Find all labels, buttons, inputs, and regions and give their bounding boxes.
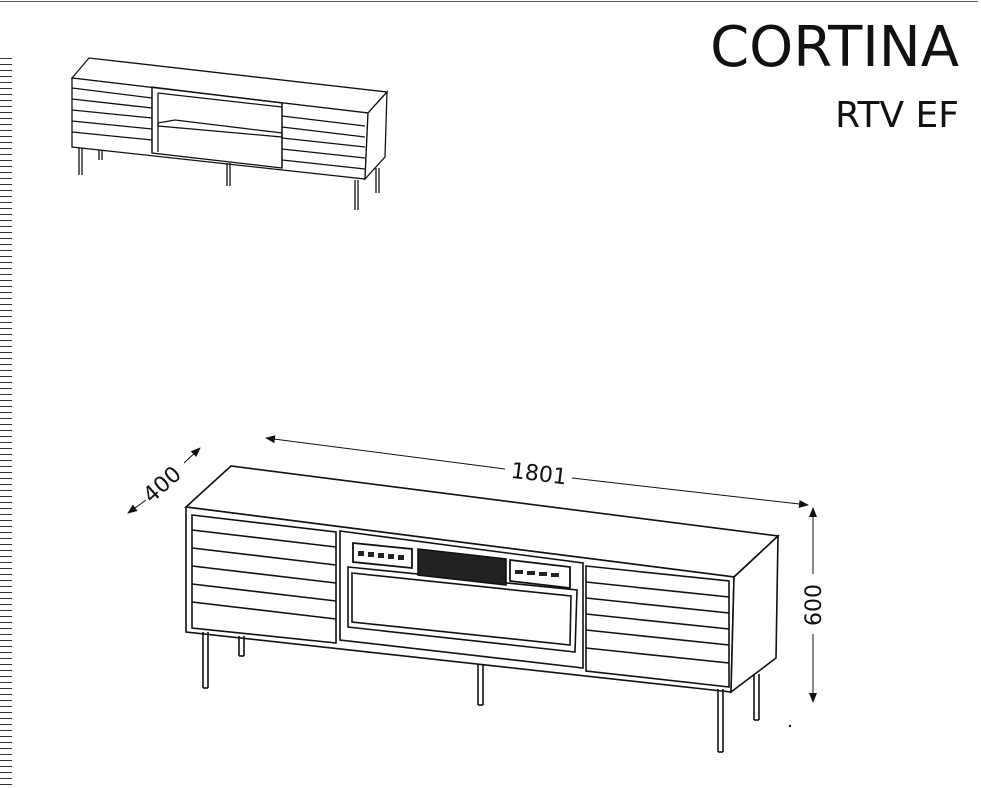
product-subtitle: RTV EF [835, 95, 959, 136]
top-border-line [0, 1, 978, 2]
width-dimension-label: 1801 [509, 459, 568, 491]
height-dimension-label: 600 [802, 584, 827, 626]
left-edge-ruler [0, 58, 12, 788]
height-dimension: 600 [788, 507, 827, 728]
depth-dimension-label: 400 [139, 462, 187, 509]
small-cabinet-view [70, 57, 389, 210]
width-dimension: 1801 [265, 435, 809, 508]
main-cabinet-view [184, 465, 780, 753]
product-title: CORTINA [710, 15, 959, 80]
